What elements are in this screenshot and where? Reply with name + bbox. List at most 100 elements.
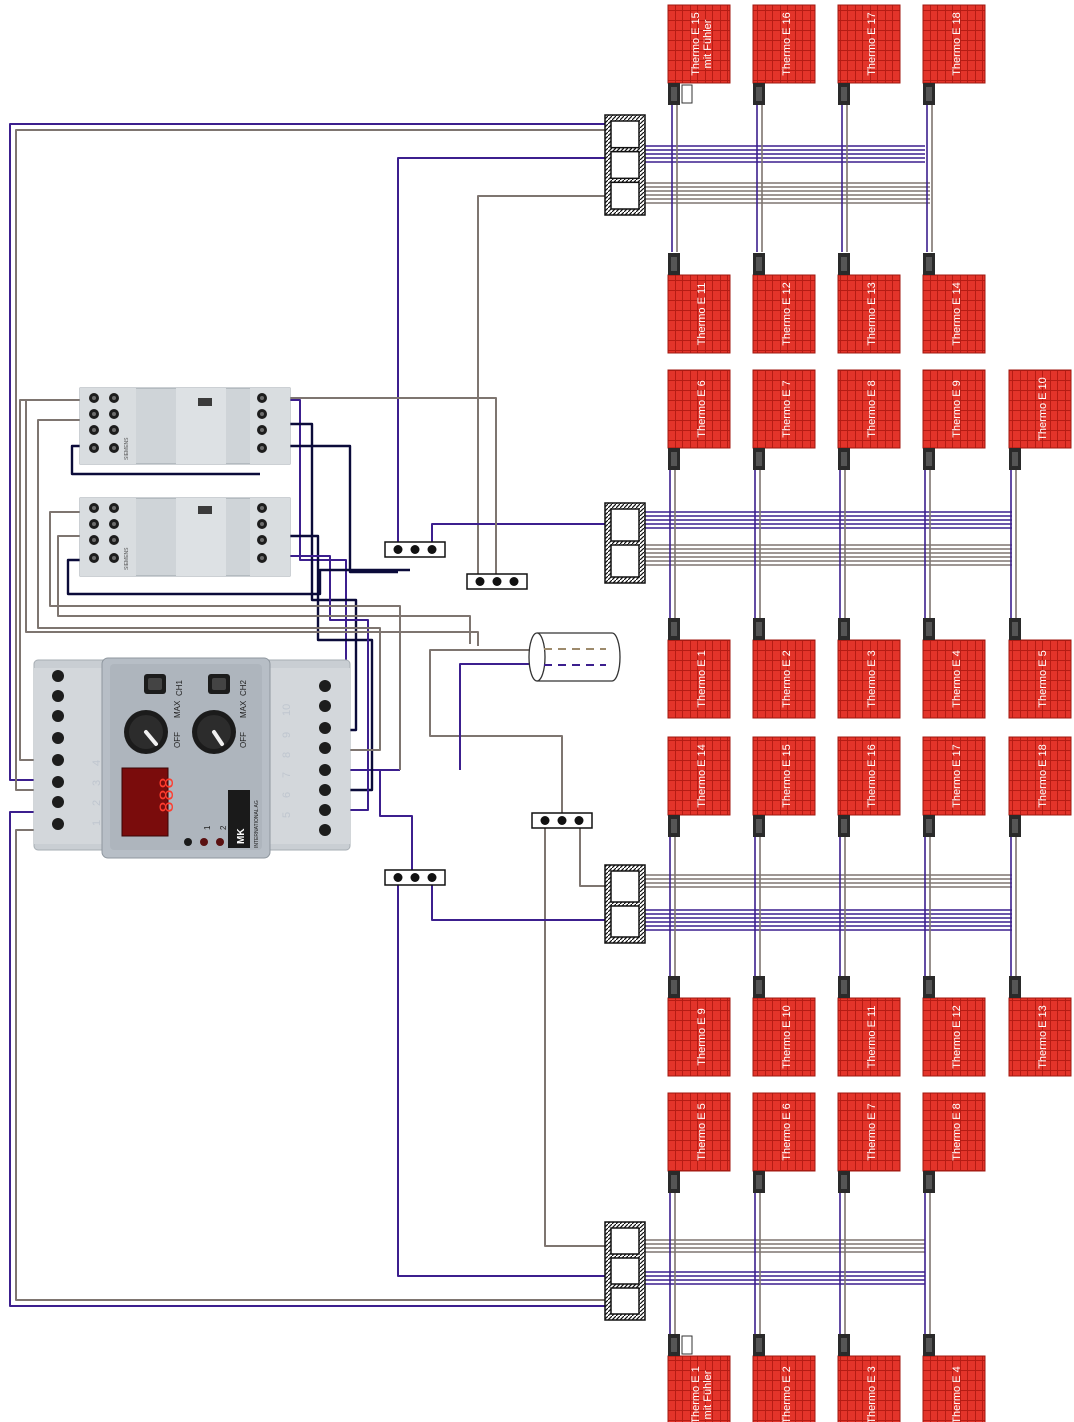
- junction-box-3: [604, 864, 646, 944]
- heating-element-t15b: Thermo E 15: [752, 736, 816, 816]
- terminal-number: 4: [91, 760, 103, 766]
- heating-element-t9b: Thermo E 9: [667, 997, 731, 1077]
- controller-screw: [52, 776, 64, 788]
- element-connector: [668, 83, 693, 105]
- controller-screw: [52, 754, 64, 766]
- heating-element-t17b: Thermo E 17: [922, 736, 986, 816]
- controller-screw: [52, 796, 64, 808]
- terminal-number: 5: [281, 812, 293, 818]
- controller-screw: [52, 710, 64, 722]
- heating-element-label: Thermo E 5: [696, 1103, 708, 1160]
- feed-wire: [429, 649, 563, 822]
- heating-element-label: Thermo E 9: [951, 380, 963, 437]
- feed-wire: [397, 157, 612, 548]
- feed-wire: [579, 822, 612, 887]
- element-connector: [838, 83, 850, 105]
- element-connector: [923, 815, 935, 837]
- element-connector: [668, 618, 680, 640]
- heating-element-label: Thermo E 7: [866, 1103, 878, 1160]
- heating-element-t1a: Thermo E 1: [667, 639, 731, 719]
- heating-element-label: Thermo E 14: [696, 744, 708, 808]
- contactor-screws: [89, 393, 267, 563]
- feed-wire: [9, 123, 612, 781]
- heating-element-label: Thermo E 4: [951, 650, 963, 707]
- heating-element-t2b: Thermo E 2: [752, 1355, 816, 1422]
- heating-element-t3b: Thermo E 3: [837, 1355, 901, 1422]
- heating-element-label: Thermo E 4: [951, 1366, 963, 1422]
- heating-element-label: Thermo E 10: [781, 1005, 793, 1069]
- heating-element-label: Thermo E 17: [866, 12, 878, 76]
- led-1-label: 1: [203, 825, 212, 830]
- element-connector: [923, 1334, 935, 1356]
- contactor-1-brand: SIEMENS: [124, 437, 130, 460]
- svg-text:888: 888: [157, 777, 180, 813]
- heating-element-t12a: Thermo E 12: [752, 274, 816, 354]
- terminal-number: 8: [281, 752, 293, 758]
- wire: [37, 419, 381, 751]
- element-connector: [1009, 448, 1021, 470]
- element-connector: [1009, 815, 1021, 837]
- heating-element-label: Thermo E 18: [1037, 744, 1049, 808]
- heating-element-label: Thermo E 12: [951, 1005, 963, 1069]
- heating-element-t12b: Thermo E 12: [922, 997, 986, 1077]
- terminal-block-3: [531, 812, 593, 829]
- feed-wire: [379, 770, 413, 878]
- controller-screw: [319, 722, 331, 734]
- heating-element-label: Thermo E 1: [690, 1366, 702, 1422]
- heating-element-t4b: Thermo E 4: [922, 1355, 986, 1422]
- heating-element-label: Thermo E 13: [866, 282, 878, 346]
- heating-element-t8a: Thermo E 8: [837, 369, 901, 449]
- controller-screw: [319, 784, 331, 796]
- heating-element-t8b: Thermo E 8: [922, 1092, 986, 1172]
- wire: [270, 555, 369, 811]
- heating-element-label: Thermo E 11: [696, 283, 708, 346]
- heating-element-label: Thermo E 8: [866, 380, 878, 437]
- element-connector: [838, 976, 850, 998]
- terminal-number: 2: [91, 800, 103, 806]
- wiring-layer: [9, 105, 1017, 1334]
- knob1-max-label: MAX: [173, 700, 182, 718]
- heating-element-t18a: Thermo E 18: [922, 4, 986, 84]
- element-connector: [668, 976, 680, 998]
- heating-element-t5b: Thermo E 5: [667, 1092, 731, 1172]
- feed-wire: [431, 878, 612, 921]
- feed-wire: [459, 663, 537, 770]
- terminal-number: 7: [281, 772, 293, 778]
- heating-element-label: Thermo E 10: [1037, 377, 1049, 441]
- heating-element-label: Thermo E 13: [1037, 1005, 1049, 1069]
- element-connector: [753, 815, 765, 837]
- heating-element-label: Thermo E 2: [781, 650, 793, 707]
- heating-element-t11b: Thermo E 11: [837, 997, 901, 1077]
- knob2-max-label: MAX: [239, 700, 248, 718]
- heating-element-t6a: Thermo E 6: [667, 369, 731, 449]
- heating-element-label: Thermo E 6: [696, 380, 708, 437]
- wire: [270, 534, 374, 792]
- terminal-number: 9: [281, 732, 293, 738]
- element-connector: [753, 1171, 765, 1193]
- heating-element-t13a: Thermo E 13: [837, 274, 901, 354]
- ch1-label: CH1: [175, 679, 184, 696]
- cable-sleeve: [528, 632, 621, 682]
- element-connector: [838, 1334, 850, 1356]
- heating-element-label: Thermo E 7: [781, 380, 793, 437]
- heating-element-t18b: Thermo E 18: [1008, 736, 1072, 816]
- heating-element-t6b: Thermo E 6: [752, 1092, 816, 1172]
- feed-wire: [15, 129, 612, 791]
- heating-element-label: Thermo E 3: [866, 650, 878, 707]
- element-connector: [668, 253, 680, 275]
- junction-box-4: [604, 1221, 646, 1321]
- heating-element-label: Thermo E 12: [781, 282, 793, 346]
- controller-brand-sub: INTERNATIONAL AG: [254, 800, 260, 848]
- element-connector: [753, 976, 765, 998]
- led-2-label: 2: [219, 825, 228, 830]
- heating-element-t7a: Thermo E 7: [752, 369, 816, 449]
- heating-element-t11a: Thermo E 11: [667, 274, 731, 354]
- controller-screw: [52, 732, 64, 744]
- controller-screw: [319, 742, 331, 754]
- element-connector: [923, 1171, 935, 1193]
- heating-element-label: mit Fühler: [702, 19, 714, 68]
- element-connector: [1009, 618, 1021, 640]
- ch2-label: CH2: [239, 679, 248, 696]
